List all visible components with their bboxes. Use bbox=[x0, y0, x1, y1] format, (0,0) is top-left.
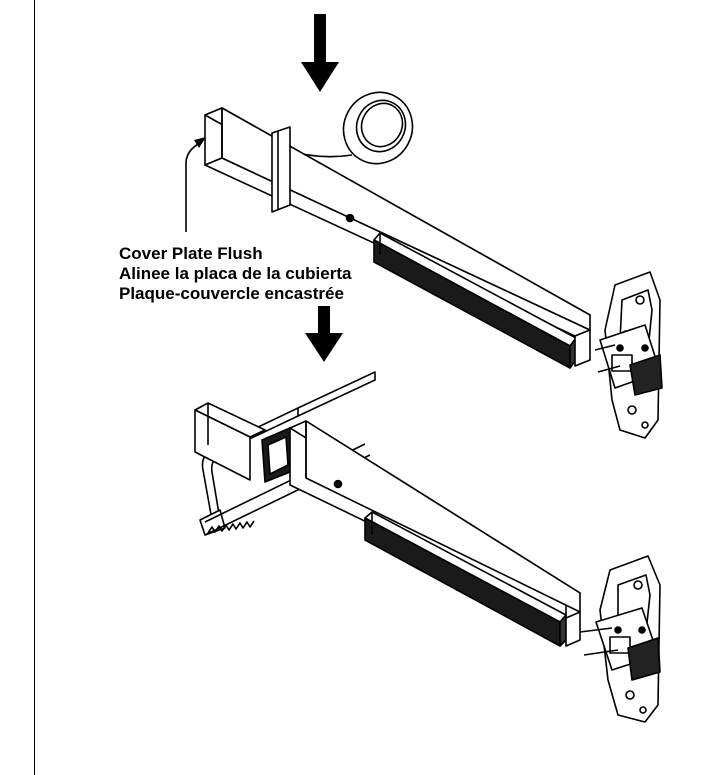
down-arrow-icon bbox=[301, 14, 339, 92]
callout-leader-line bbox=[185, 142, 201, 232]
callout-label-spanish: Alinee la placa de la cubierta bbox=[119, 264, 352, 283]
latch-mechanism-icon bbox=[594, 271, 663, 439]
callout-label-french: Plaque-couvercle encastrée bbox=[119, 284, 344, 303]
bottom-exit-bar bbox=[194, 402, 581, 647]
callout-label-english: Cover Plate Flush bbox=[119, 244, 263, 263]
top-exit-bar bbox=[204, 107, 591, 369]
tape-roll-icon bbox=[284, 91, 414, 165]
latch-mechanism-icon bbox=[579, 555, 661, 723]
page-margin-rule bbox=[34, 0, 35, 775]
down-arrow-icon bbox=[305, 306, 343, 362]
